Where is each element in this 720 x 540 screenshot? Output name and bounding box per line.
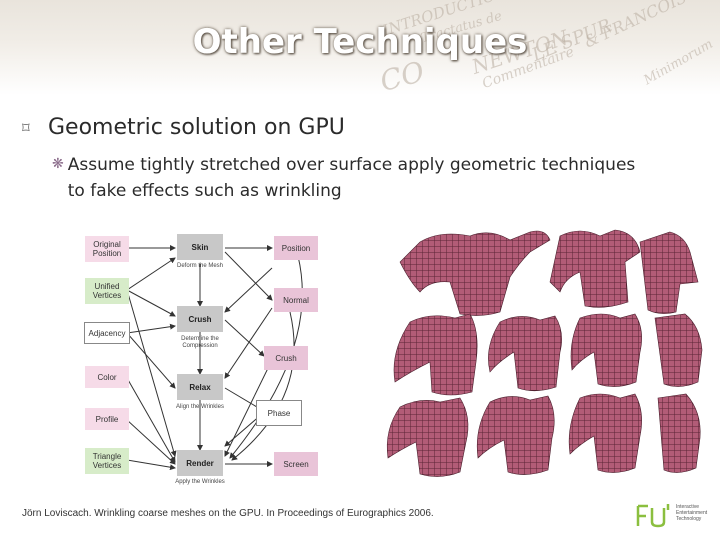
process-note: Deform the Mesh: [176, 263, 224, 269]
bullet-text: Assume tightly stretched over surface ap…: [67, 155, 636, 201]
input-adjacency: Adjacency: [84, 322, 130, 344]
university-logo: Interactive Entertainment Technology: [634, 500, 714, 532]
slide-title: Other Techniques: [192, 22, 528, 62]
logo-line: Interactive: [676, 504, 700, 510]
header-banner: INTRODUCTION Commentaire LE SPUR & FRANC…: [0, 0, 720, 95]
wrinkled-shirts-image: [386, 229, 703, 477]
input-color: Color: [85, 366, 129, 388]
process-skin: Skin: [177, 234, 223, 260]
bullet-level1: ⌑ Geometric solution on GPU: [22, 114, 345, 142]
process-note: Determine the Compression: [181, 336, 219, 349]
output-normal: Normal: [274, 288, 318, 312]
output-crush: Crush: [264, 346, 308, 370]
pipeline-diagram: Original Position Unified Vertices Adjac…: [80, 228, 330, 490]
logo-line: Entertainment: [676, 510, 708, 516]
logo-text: Interactive Entertainment Technology: [676, 504, 707, 522]
output-phase: Phase: [256, 400, 302, 426]
input-triangle-vertices: Triangle Vertices: [85, 448, 129, 474]
process-relax: Relax: [177, 374, 223, 400]
logo-mark-icon: [636, 504, 670, 528]
diamond-bullet-icon: ❋: [52, 156, 64, 172]
input-profile: Profile: [85, 408, 129, 430]
process-render: Render: [177, 450, 223, 476]
input-original-position: Original Position: [85, 236, 129, 262]
input-unified-vertices: Unified Vertices: [85, 278, 129, 304]
output-position: Position: [274, 236, 318, 260]
logo-line: Technology: [676, 516, 702, 522]
citation-text: Jörn Loviscach. Wrinkling coarse meshes …: [22, 508, 434, 519]
process-note: Align the Wrinkles: [176, 404, 224, 410]
diagram-arrows: [126, 245, 303, 471]
process-crush: Crush: [177, 306, 223, 332]
output-screen: Screen: [274, 452, 318, 476]
square-bullet-icon: ⌑: [22, 119, 30, 137]
bullet-text: Geometric solution on GPU: [48, 115, 345, 140]
process-note: Apply the Wrinkles: [175, 479, 225, 485]
bullet-level2: ❋ Assume tightly stretched over surface …: [52, 152, 652, 204]
